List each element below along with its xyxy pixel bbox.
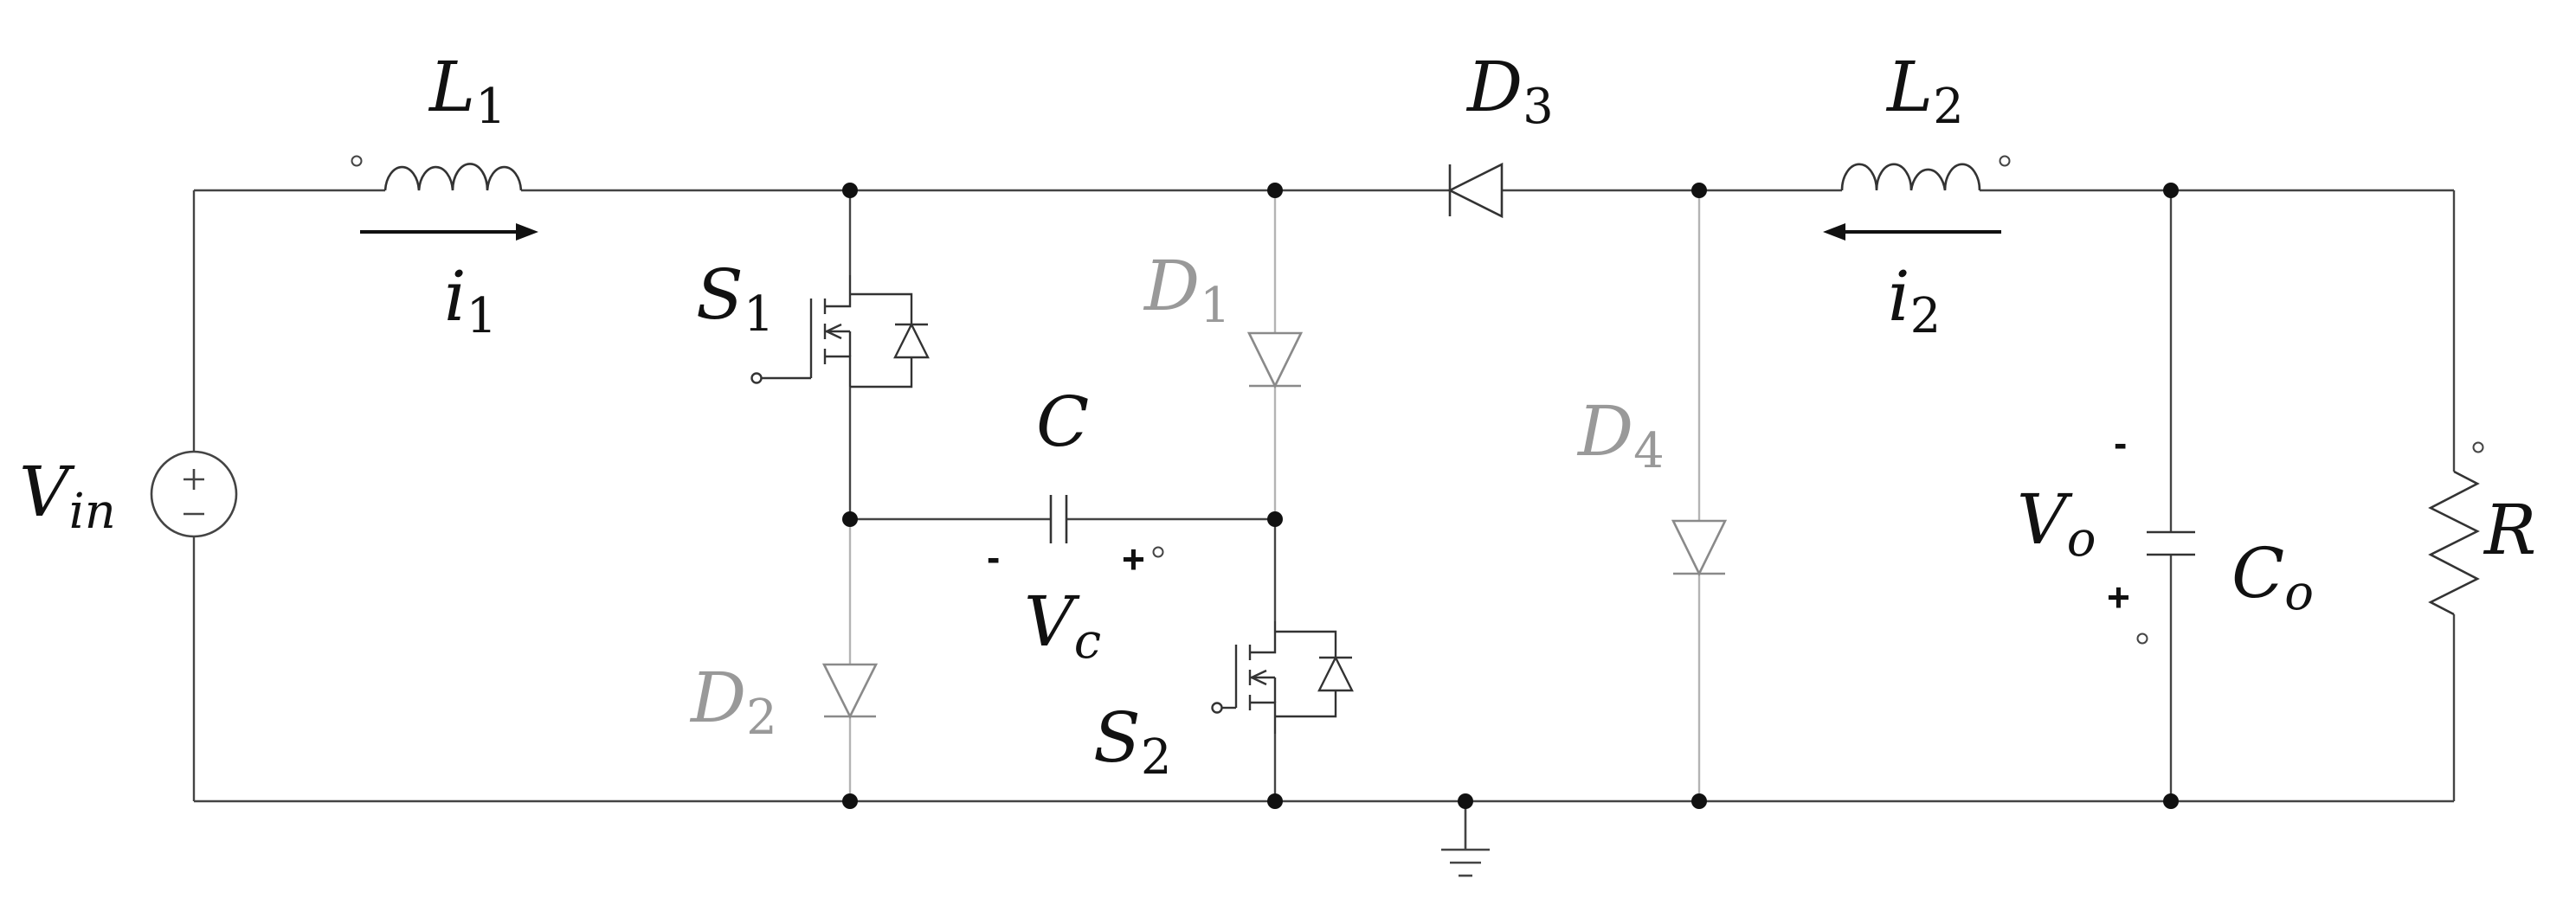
vo-minus-sign: - bbox=[2114, 421, 2127, 466]
current-arrow-i2 bbox=[1823, 223, 2001, 241]
diode-d1 bbox=[1246, 331, 1304, 388]
label-d2: D2 bbox=[689, 658, 777, 746]
label-d4: D4 bbox=[1576, 391, 1665, 479]
capacitor-co bbox=[2147, 530, 2195, 556]
capacitor-c bbox=[1049, 495, 1068, 543]
diode-d3 bbox=[1447, 162, 1504, 219]
label-vo: Vo bbox=[2017, 479, 2096, 568]
label-vin: Vin bbox=[19, 452, 116, 540]
wires bbox=[192, 189, 2456, 803]
inductor-l1 bbox=[351, 155, 523, 191]
mosfet-s2 bbox=[1211, 621, 1354, 734]
label-d1: D1 bbox=[1143, 246, 1231, 334]
l2-dot-marker bbox=[1999, 155, 2011, 167]
label-co: Co bbox=[2231, 533, 2314, 621]
label-r: R bbox=[2483, 490, 2536, 570]
diode-d2 bbox=[821, 663, 879, 719]
vo-plus-sign: + bbox=[2107, 575, 2130, 620]
label-d3: D3 bbox=[1465, 47, 1554, 135]
label-s1: S1 bbox=[696, 254, 774, 343]
label-l2: L2 bbox=[1885, 47, 1964, 135]
junction-nodes bbox=[842, 183, 2179, 809]
label-l1: L1 bbox=[428, 47, 506, 135]
current-arrow-i1 bbox=[360, 223, 538, 241]
label-s2: S2 bbox=[1093, 697, 1171, 786]
terminal-markers bbox=[1152, 441, 2484, 645]
vo-terminal-dot bbox=[2136, 633, 2148, 645]
diode-d4 bbox=[1671, 519, 1728, 576]
vc-terminal-dot bbox=[1152, 546, 1164, 558]
label-c: C bbox=[1036, 382, 1089, 462]
inductor-l2 bbox=[1840, 155, 2011, 191]
label-vc: Vc bbox=[1024, 581, 1101, 670]
r-terminal-dot bbox=[2472, 441, 2484, 453]
mosfet-s1 bbox=[750, 275, 930, 388]
ground-symbol bbox=[1441, 801, 1490, 877]
label-i1: i1 bbox=[444, 256, 497, 344]
l1-dot-marker bbox=[351, 155, 363, 167]
voltage-source-vin bbox=[150, 450, 238, 538]
vc-plus-sign: + bbox=[1122, 536, 1145, 581]
resistor-r bbox=[2428, 470, 2480, 616]
label-i2: i2 bbox=[1888, 256, 1941, 344]
component-labels: L1 L2 D3 i1 i2 S1 S2 D1 D2 D4 Vin bbox=[19, 47, 2536, 786]
vc-minus-sign: - bbox=[987, 535, 1000, 580]
polarity-signs: - + - + bbox=[987, 421, 2130, 620]
